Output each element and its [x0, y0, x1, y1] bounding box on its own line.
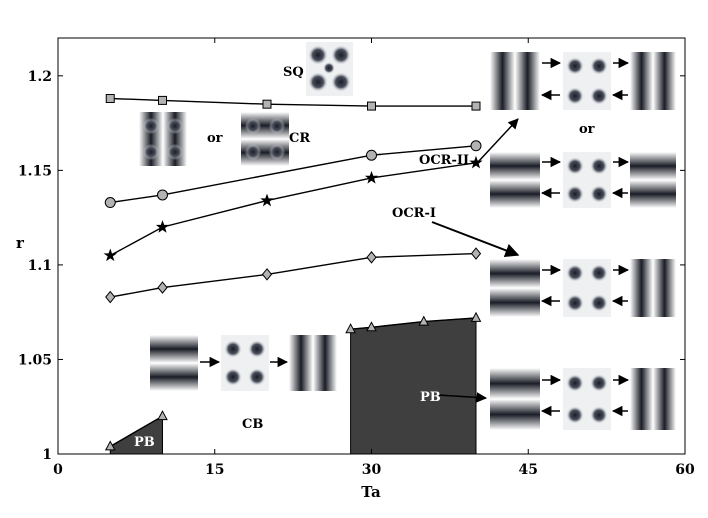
series-1-point-4: [367, 101, 376, 111]
label-or-right: or: [579, 122, 595, 137]
series-4-point-1: [105, 290, 116, 304]
series-1-point-5: [471, 101, 481, 111]
series-4-point-2: [157, 281, 168, 294]
series-5-point-1: [345, 323, 356, 334]
pb-arrow: [437, 392, 488, 403]
pattern-sq: [306, 42, 353, 96]
series-group: [103, 94, 483, 451]
axis-ticks: 0 15 30 45 60 1 1.05 1.1 1.15 1.2: [18, 38, 695, 478]
pattern-cb-sequence: [150, 335, 337, 391]
pattern-cr-vertical: [139, 112, 187, 166]
x-tick-label: 60: [675, 462, 695, 478]
label-ocr2: OCR-II: [419, 153, 469, 168]
label-ocr1: OCR-I: [392, 206, 436, 221]
pb-region-2: [350, 317, 477, 455]
y-tick-label: 1.05: [18, 352, 52, 368]
series-4-point-3: [261, 268, 273, 281]
y-tick-label: 1: [42, 447, 52, 463]
series-5-point-3: [418, 315, 430, 326]
x-tick-label: 0: [53, 462, 63, 478]
pattern-row-2: [490, 152, 676, 208]
series-line-2: [110, 145, 477, 204]
series-2-point-1: [104, 197, 116, 209]
series-3-point-1: [103, 248, 118, 262]
series-3-point-3: [260, 193, 274, 207]
series-6-point-1: [104, 440, 116, 451]
label-sq: SQ: [283, 65, 304, 80]
series-4-point-4: [366, 251, 377, 264]
series-3-point-5: [469, 155, 483, 169]
series-4-point-5: [470, 247, 482, 260]
y-tick-label: 1.2: [28, 69, 52, 85]
label-cr: CR: [289, 131, 310, 146]
series-1-point-2: [158, 95, 167, 105]
label-pb-large: PB: [420, 390, 441, 405]
label-or-left: or: [207, 131, 223, 146]
label-cb: CB: [242, 417, 263, 432]
x-tick-label: 15: [205, 462, 224, 478]
series-2-point-4: [470, 140, 482, 152]
series-6-point-2: [157, 410, 168, 421]
x-tick-label: 45: [519, 462, 538, 478]
label-pb-small: PB: [134, 435, 155, 450]
series-line-6: [109, 415, 163, 448]
series-1-point-3: [262, 99, 272, 109]
x-axis-label: Ta: [361, 483, 381, 501]
series-1-point-1: [105, 94, 115, 104]
y-tick-label: 1.1: [28, 258, 52, 274]
x-tick-label: 30: [362, 462, 382, 478]
series-2-point-3: [366, 149, 377, 161]
pattern-row-1: [490, 52, 676, 110]
series-5-point-2: [366, 321, 377, 332]
y-axis-label: r: [16, 234, 25, 252]
pattern-cr-horizontal: [241, 112, 289, 166]
series-2-point-2: [157, 189, 168, 201]
pattern-row-3: [490, 259, 676, 317]
ocr2-arrow: [477, 118, 519, 163]
series-5-point-4: [470, 311, 482, 322]
series-line-5: [350, 317, 477, 330]
ocr1-arrow: [431, 221, 520, 258]
series-3-point-2: [155, 220, 170, 233]
series-3-point-4: [364, 170, 379, 184]
pattern-row-4: [490, 368, 676, 430]
y-tick-label: 1.15: [18, 163, 52, 179]
